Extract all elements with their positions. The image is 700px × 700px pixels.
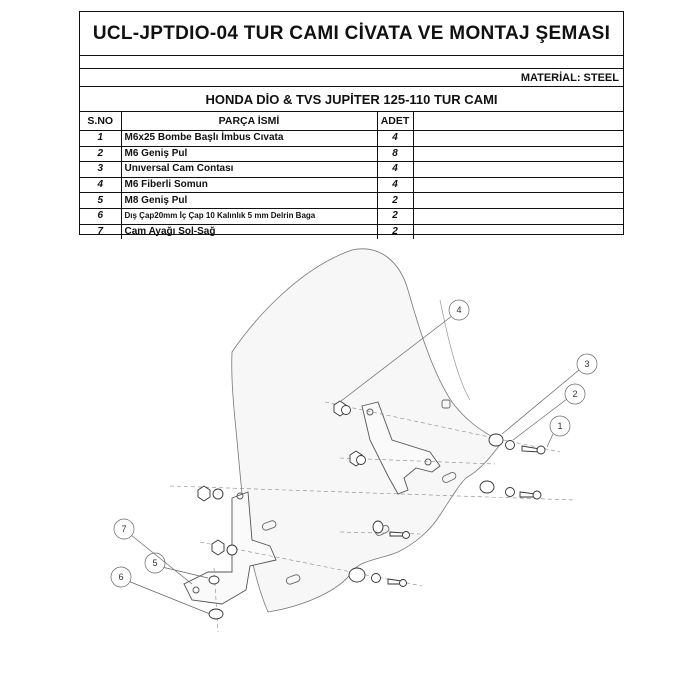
washer bbox=[505, 487, 515, 497]
callout-2-label: 2 bbox=[572, 389, 577, 399]
nut bbox=[211, 539, 225, 556]
row-qty: 2 bbox=[377, 208, 414, 225]
bolt bbox=[389, 531, 405, 537]
callout-4-label: 4 bbox=[456, 305, 461, 315]
callout-7-circle bbox=[113, 518, 135, 540]
row-name: M6x25 Bombe Başlı İmbus Cıvata bbox=[121, 130, 378, 147]
row-no: 7 bbox=[80, 224, 122, 240]
callout-4-leader bbox=[340, 315, 453, 402]
slot bbox=[285, 574, 301, 585]
table-row: 5 M8 Geniş Pul 2 bbox=[80, 192, 623, 209]
callout-2-circle bbox=[564, 383, 586, 405]
bracket-hole bbox=[236, 492, 244, 500]
bolt-head bbox=[536, 445, 546, 455]
nut bbox=[197, 485, 211, 502]
row-blank bbox=[413, 224, 623, 239]
spacer-row bbox=[80, 56, 623, 69]
callout-3-label: 3 bbox=[584, 359, 589, 369]
row-qty: 4 bbox=[377, 177, 414, 194]
table-row: 4 M6 Fiberli Somun 4 bbox=[80, 177, 623, 194]
model-title: HONDA DİO & TVS JUPİTER 125-110 TUR CAMI bbox=[80, 87, 623, 112]
row-blank bbox=[413, 208, 623, 225]
slot bbox=[442, 472, 457, 483]
row-no: 2 bbox=[80, 146, 122, 163]
rubber-seal bbox=[479, 480, 495, 494]
row-name: M6 Fiberli Somun bbox=[121, 177, 378, 194]
row-name: Dış Çap20mm İç Çap 10 Kalınlık 5 mm Delr… bbox=[121, 208, 378, 225]
left-bracket bbox=[183, 491, 277, 605]
callout-6-leader bbox=[127, 580, 211, 615]
row-name: M8 Geniş Pul bbox=[121, 192, 378, 209]
windshield-inner-edge bbox=[439, 299, 471, 401]
washer bbox=[371, 573, 381, 583]
bracket-hole bbox=[424, 458, 432, 466]
table-row: 1 M6x25 Bombe Başlı İmbus Cıvata 4 bbox=[80, 130, 623, 147]
row-no: 1 bbox=[80, 130, 122, 147]
bolt-head bbox=[532, 490, 542, 500]
rubber-seal bbox=[348, 567, 366, 583]
callout-3-leader bbox=[501, 369, 580, 435]
table-row: 6 Dış Çap20mm İç Çap 10 Kalınlık 5 mm De… bbox=[80, 208, 623, 225]
bolt-head bbox=[399, 579, 407, 587]
table-row: 2 M6 Geniş Pul 8 bbox=[80, 146, 623, 163]
table-row: 3 Unıversal Cam Contası 4 bbox=[80, 161, 623, 178]
callout-1-circle bbox=[549, 415, 571, 437]
callouts bbox=[110, 299, 598, 615]
row-name: M6 Geniş Pul bbox=[121, 146, 378, 163]
callout-7-label: 7 bbox=[121, 524, 126, 534]
row-qty: 2 bbox=[377, 192, 414, 209]
row-qty: 8 bbox=[377, 146, 414, 163]
upper-bracket bbox=[361, 401, 441, 495]
row-name: Cam Ayağı Sol-Sağ bbox=[121, 224, 378, 240]
callout-3-circle bbox=[576, 353, 598, 375]
slot bbox=[441, 399, 451, 409]
assembly-drawing: 1 2 3 4 5 6 7 bbox=[110, 248, 598, 633]
bracket-hole bbox=[192, 586, 200, 594]
row-no: 5 bbox=[80, 192, 122, 209]
row-no: 6 bbox=[80, 208, 122, 225]
row-blank bbox=[413, 192, 623, 209]
callout-6-circle bbox=[110, 566, 132, 588]
slot bbox=[261, 520, 277, 531]
callout-6-label: 6 bbox=[118, 572, 123, 582]
callout-5-leader bbox=[161, 566, 209, 579]
material-label: MATERİAL: STEEL bbox=[80, 69, 623, 87]
m8-washer bbox=[208, 575, 220, 585]
header-name: PARÇA İSMİ bbox=[121, 112, 378, 131]
row-qty: 2 bbox=[377, 224, 414, 240]
row-no: 4 bbox=[80, 177, 122, 194]
page-title: UCL-JPTDIO-04 TUR CAMI CİVATA VE MONTAJ … bbox=[80, 12, 623, 56]
washer bbox=[341, 405, 351, 415]
hardware bbox=[197, 400, 546, 620]
washer bbox=[212, 488, 224, 500]
rubber-seal bbox=[488, 433, 504, 447]
header-no: S.NO bbox=[80, 112, 122, 131]
parts-table: S.NO PARÇA İSMİ ADET 1 M6x25 Bombe Başlı… bbox=[80, 112, 623, 240]
row-qty: 4 bbox=[377, 130, 414, 147]
row-blank bbox=[413, 146, 623, 163]
washer bbox=[505, 440, 515, 450]
parts-sheet: UCL-JPTDIO-04 TUR CAMI CİVATA VE MONTAJ … bbox=[79, 11, 624, 240]
delrin-bushing bbox=[208, 608, 224, 620]
table-row: 7 Cam Ayağı Sol-Sağ 2 bbox=[80, 224, 623, 240]
bolt-head bbox=[402, 531, 410, 539]
callout-1-leader bbox=[546, 433, 554, 448]
row-name: Unıversal Cam Contası bbox=[121, 161, 378, 178]
callout-2-leader bbox=[512, 398, 568, 441]
row-blank bbox=[413, 177, 623, 194]
rubber-seal bbox=[372, 520, 384, 534]
washer bbox=[356, 455, 366, 465]
washer bbox=[226, 544, 238, 556]
row-blank bbox=[413, 130, 623, 147]
row-qty: 4 bbox=[377, 161, 414, 178]
callout-7-leader bbox=[130, 534, 193, 585]
callout-5-label: 5 bbox=[152, 558, 157, 568]
header-blank bbox=[413, 112, 623, 131]
row-blank bbox=[413, 161, 623, 178]
callout-4-circle bbox=[448, 299, 470, 321]
callout-1-label: 1 bbox=[557, 421, 562, 431]
table-header-row: S.NO PARÇA İSMİ ADET bbox=[80, 112, 623, 131]
header-qty: ADET bbox=[377, 112, 414, 131]
row-no: 3 bbox=[80, 161, 122, 178]
